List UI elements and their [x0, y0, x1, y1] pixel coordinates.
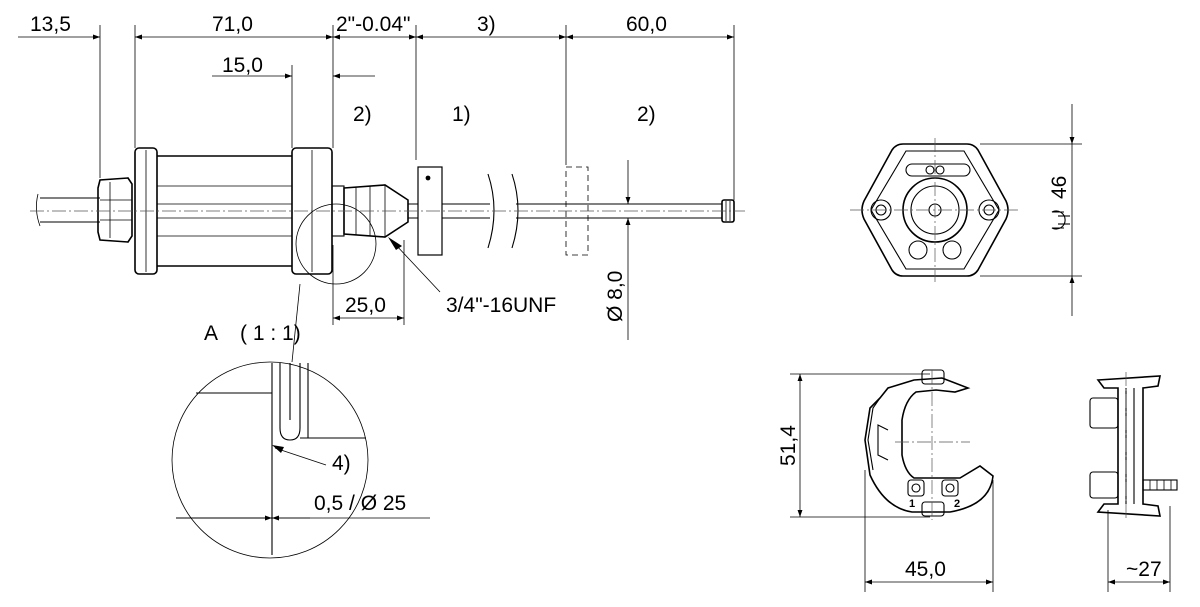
dim-wrench-46: 46 — [1048, 176, 1071, 199]
dim-60-0: 60,0 — [626, 13, 667, 36]
dim-13-5: 13,5 — [30, 13, 71, 36]
callout-2-left: 2) — [353, 103, 372, 126]
connector-side-view: ~27 — [1089, 372, 1178, 592]
dim-15-0: 15,0 — [222, 54, 263, 77]
wrench-icon — [1051, 210, 1070, 230]
detail-label: A — [204, 322, 218, 345]
callout-4: 4) — [332, 452, 351, 475]
connector-view: 1 2 51,4 45,0 — [777, 369, 994, 592]
dim-2-inch: 2"-0.04" — [336, 13, 410, 36]
callout-1: 1) — [452, 103, 471, 126]
dim-27: ~27 — [1126, 558, 1162, 581]
top-dimensions — [18, 34, 734, 321]
detail-a-view — [171, 283, 430, 559]
pin-1-label: 1 — [909, 498, 915, 510]
extension-lines — [99, 25, 735, 325]
detail-dimension: 0,5 / Ø 25 — [314, 492, 406, 515]
dim-3-ref: 3) — [477, 13, 496, 36]
pin-2-label: 2 — [954, 498, 960, 510]
callout-2-right: 2) — [637, 103, 656, 126]
thread-label: 3/4"-16UNF — [446, 294, 556, 317]
dim-45-0: 45,0 — [905, 558, 946, 581]
diameter-dimension: Ø 8,0 — [604, 160, 631, 340]
dim-diameter-8: Ø 8,0 — [604, 271, 627, 322]
dim-71-0: 71,0 — [212, 13, 253, 36]
detail-scale: ( 1 : 1) — [240, 322, 301, 345]
front-view: 46 — [850, 104, 1082, 316]
sensor-side-view — [30, 147, 745, 293]
dim-51-4: 51,4 — [777, 425, 800, 466]
dim-25-0: 25,0 — [345, 294, 386, 317]
